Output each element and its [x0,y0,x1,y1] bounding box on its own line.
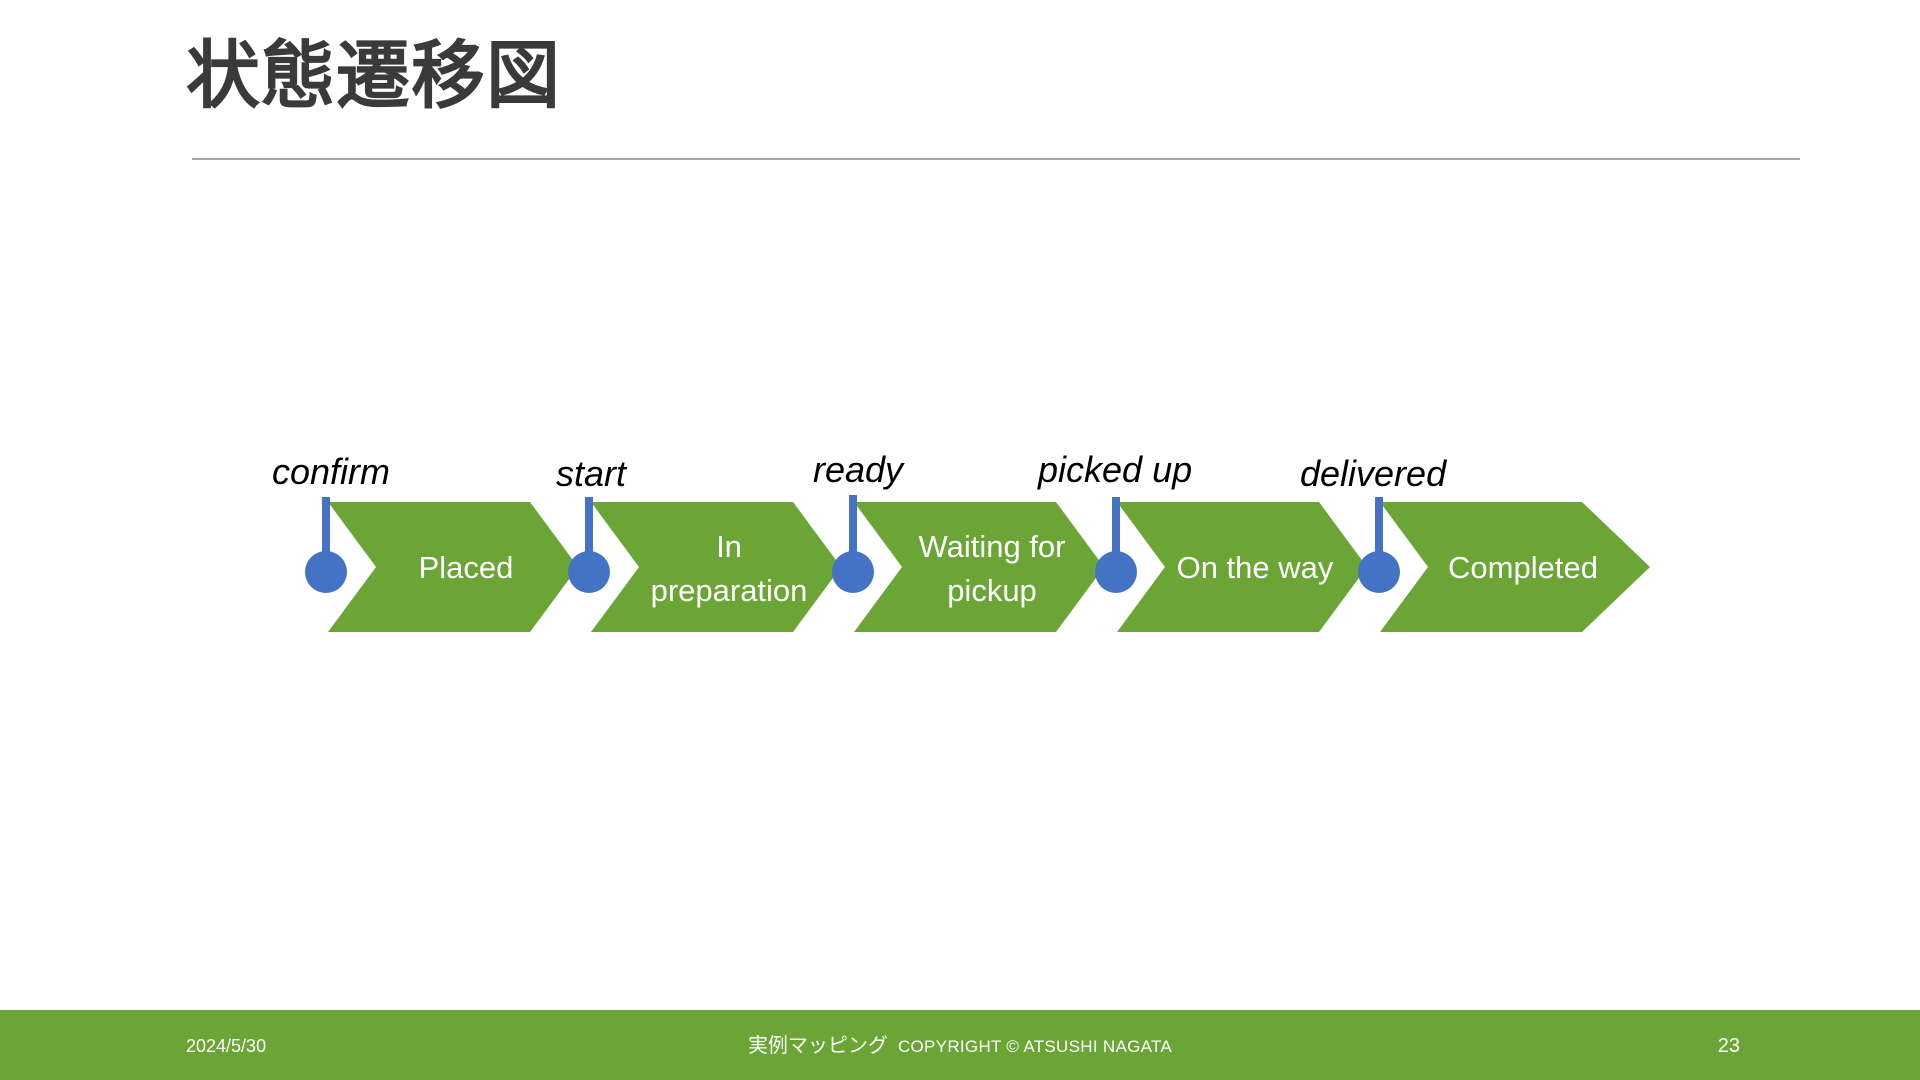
footer-credit: 実例マッピング COPYRIGHT © ATSUSHI NAGATA [0,1034,1920,1059]
state-label-line-2: pickup [947,573,1037,608]
transition-marker-confirm[interactable] [305,497,347,593]
transition-marker-start[interactable] [568,497,610,593]
chevron-shape [328,502,578,632]
state-chevron-waiting-for-pickup[interactable]: Waiting for pickup [854,502,1104,632]
state-label-line-2: preparation [651,573,808,608]
state-chevron-in-preparation[interactable]: In preparation [591,502,841,632]
chevron-shape [854,502,1104,632]
chevron-shape [1380,502,1650,632]
marker-dot[interactable] [1358,551,1400,593]
slide-page-number: 23 [1717,1035,1740,1057]
state-label-line-1: In [716,529,742,564]
transition-label-picked-up: picked up [1038,449,1193,490]
marker-dot[interactable] [568,551,610,593]
transition-label-delivered: delivered [1300,453,1447,494]
footer-date: 2024/5/30 [186,1036,267,1056]
footer-bar [0,1010,1920,1080]
state-chevron-completed[interactable]: Completed [1380,502,1650,632]
transition-marker-ready[interactable] [832,495,874,593]
state-label-line-1: Waiting for [918,529,1065,564]
state-label: Placed [419,550,514,585]
marker-dot[interactable] [1095,551,1137,593]
state-chevron-placed[interactable]: Placed [328,502,578,632]
transition-label-confirm: confirm [272,451,391,492]
transition-marker-delivered[interactable] [1358,497,1400,593]
footer-credit-title: 実例マッピング [747,1035,888,1057]
transition-label-start: start [556,453,627,494]
state-chevron-on-the-way[interactable]: On the way [1117,502,1367,632]
marker-dot[interactable] [305,551,347,593]
transition-label-ready: ready [813,449,904,490]
footer-credit-copyright: COPYRIGHT © ATSUSHI NAGATA [897,1037,1173,1056]
marker-dot[interactable] [832,551,874,593]
transition-marker-picked-up[interactable] [1095,497,1137,593]
state-label: On the way [1177,550,1334,585]
chevron-shape [1117,502,1367,632]
page-title: 状態遷移図 [186,34,561,117]
title-divider [192,158,1800,160]
state-label: Completed [1448,550,1598,585]
chevron-shape [591,502,841,632]
